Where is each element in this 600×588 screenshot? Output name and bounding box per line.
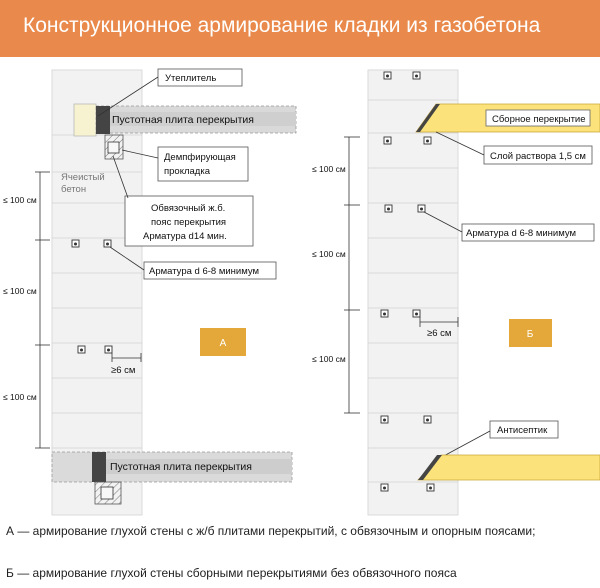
mortar-leader [435, 131, 485, 156]
damper-callout-box [157, 146, 249, 182]
damper-label-2: прокладка [164, 166, 211, 177]
floor-callout-box [485, 109, 591, 127]
floor-bottom-support [418, 455, 442, 480]
caption-b: Б — армирование глухой стены сборными пе… [6, 566, 457, 580]
edge-gap-label-b: ≥6 см [427, 328, 451, 339]
damper-leader [121, 149, 159, 159]
badge-a [200, 328, 246, 356]
insulation-label: Утеплитель [165, 73, 216, 84]
dim-ticks-b [344, 136, 360, 414]
rebar-leader-a [109, 246, 145, 271]
edge-gap-label-a: ≥6 см [111, 365, 135, 376]
antiseptic-callout-box [489, 420, 559, 439]
badge-b-label: Б [527, 329, 534, 340]
insulation-leader [97, 76, 159, 117]
badge-b [509, 319, 552, 347]
dim-upper-label-b: ≤ 100 см [312, 164, 346, 174]
insulation-block [73, 103, 97, 137]
aerated-concrete-label-1: Ячеистый [61, 172, 105, 183]
belt-label-1: Обвязочный ж.б. [151, 203, 225, 214]
floor-label: Сборное перекрытие [492, 114, 586, 125]
dim-middle-label-b: ≤ 100 см [312, 249, 346, 259]
wall-a-joints [52, 134, 142, 449]
dim-middle-label-a: ≤ 100 см [3, 286, 37, 296]
title-banner: Конструкционное армирование кладки из га… [0, 0, 600, 57]
tie-belt-bottom [92, 452, 106, 482]
floor-top-support [416, 104, 440, 132]
damper-label-1: Демпфирующая [164, 152, 236, 163]
rebar-leader-b [423, 211, 463, 233]
diagram-b: Сборное перекрытие Слой раствора 1,5 см … [312, 69, 600, 516]
hollow-slab-top-label: Пустотная плита перекрытия [112, 114, 254, 126]
dim-lower-label-a: ≤ 100 см [3, 392, 37, 402]
dim-upper-label-a: ≤ 100 см [3, 195, 37, 205]
wall-b [367, 69, 459, 516]
rebar-callout-box [143, 261, 277, 280]
belt-rebar-top [107, 141, 120, 154]
caption-a: А — армирование глухой стены с ж/б плита… [6, 524, 536, 538]
dim-ticks-a [35, 171, 50, 449]
rebar-label-a: Арматура d 6-8 минимум [149, 266, 259, 277]
wall-a [51, 69, 143, 516]
antiseptic-label: Антисептик [497, 425, 548, 436]
aerated-concrete-label-2: бетон [61, 184, 86, 195]
rebar-dots-b [383, 74, 432, 490]
page-title: Конструкционное армирование кладки из га… [23, 14, 541, 37]
reinforcement-diagram: Пустотная плита перекрытия Ячеистый бето… [3, 68, 600, 516]
floor-bottom [417, 454, 600, 481]
antiseptic-leader [439, 430, 491, 459]
belt-leader [112, 155, 129, 199]
mortar-label: Слой раствора 1,5 см [490, 151, 586, 162]
diagram-a: Пустотная плита перекрытия Ячеистый бето… [3, 68, 297, 516]
insulation-callout-box [157, 68, 243, 87]
belt-label-2: пояс перекрытия [151, 217, 226, 228]
wall-b-joints [368, 99, 458, 483]
belt-callout-box [124, 195, 254, 247]
hollow-slab-bottom-label: Пустотная плита перекрытия [110, 461, 252, 473]
badge-a-label: А [220, 338, 227, 349]
rebar-label-b: Арматура d 6-8 минимум [466, 228, 576, 239]
tie-belt-top [96, 106, 110, 134]
belt-rebar-bottom [100, 486, 114, 500]
slab-bottom-band [96, 459, 292, 474]
rebar-dots-a [74, 242, 110, 352]
belt-label-3: Арматура d14 мин. [143, 231, 227, 242]
slab-top-band [96, 112, 296, 126]
dim-lower-label-b: ≤ 100 см [312, 354, 346, 364]
rebar-callout-box-b [461, 223, 595, 242]
